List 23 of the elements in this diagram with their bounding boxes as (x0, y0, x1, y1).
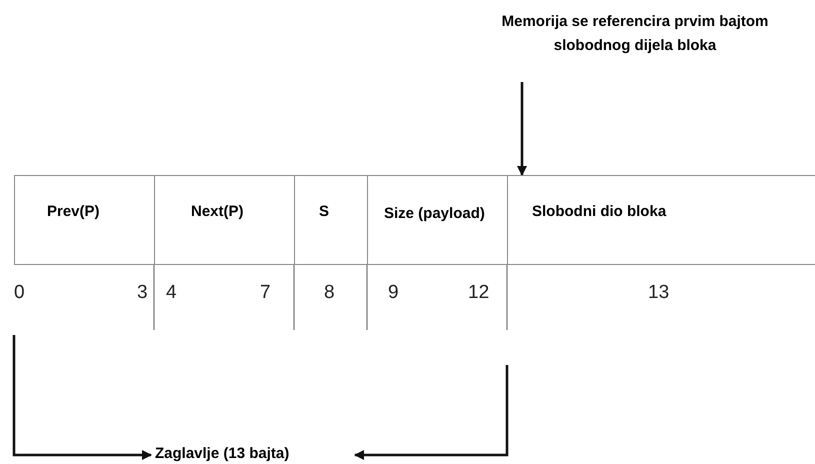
arrow (12, 335, 152, 460)
arrow (517, 82, 527, 176)
arrow (354, 365, 508, 460)
memory-field (367, 175, 507, 265)
memory-field (507, 175, 815, 265)
memory-field (154, 175, 294, 265)
field-label: Slobodni dio bloka (532, 202, 666, 222)
field-label: Next(P) (191, 202, 244, 222)
byte-offset: 3 (137, 283, 148, 302)
memory-field (294, 175, 367, 265)
byte-offset: 12 (468, 283, 490, 302)
field-label: Prev(P) (47, 202, 100, 222)
byte-offset: 8 (324, 283, 335, 302)
field-label: Size (payload) (384, 204, 485, 224)
byte-offset: 7 (260, 283, 271, 302)
note-text: Memorija se referencira prvim bajtom slobodnog dijela bloka (470, 10, 800, 80)
byte-offset: 9 (388, 283, 399, 302)
byte-offset: 4 (166, 283, 177, 302)
field-label: S (319, 202, 330, 222)
memory-field (14, 175, 154, 265)
byte-offset: 0 (14, 283, 25, 302)
header-label: Zaglavlje (13 bajta) (155, 442, 351, 464)
byte-offset: 13 (648, 283, 670, 302)
